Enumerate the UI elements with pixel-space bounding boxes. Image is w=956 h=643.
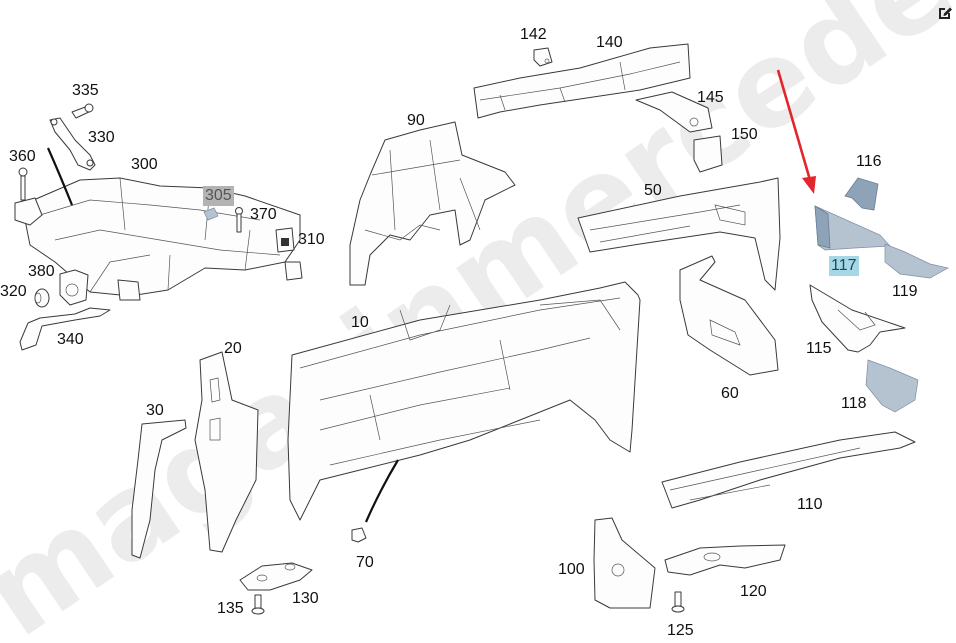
- callout-370[interactable]: 370: [250, 206, 277, 223]
- callout-30[interactable]: 30: [146, 402, 164, 419]
- callout-340[interactable]: 340: [57, 331, 84, 348]
- callout-142[interactable]: 142: [520, 26, 547, 43]
- callout-118[interactable]: 118: [841, 395, 867, 412]
- part-60-panel[interactable]: [679, 255, 779, 376]
- callout-125[interactable]: 125: [667, 622, 694, 639]
- part-310-mount[interactable]: [275, 227, 295, 253]
- part-145-bracket[interactable]: [635, 91, 713, 133]
- edit-button[interactable]: [936, 4, 954, 22]
- part-118-bracket[interactable]: [865, 359, 919, 413]
- edit-pencil-icon: [939, 7, 952, 19]
- callout-130[interactable]: 130: [292, 590, 319, 607]
- callout-115[interactable]: 115: [806, 340, 832, 357]
- callout-110[interactable]: 110: [797, 496, 823, 513]
- callout-116[interactable]: 116: [856, 153, 882, 170]
- part-120-bracket[interactable]: [664, 544, 786, 576]
- callout-135[interactable]: 135: [217, 600, 244, 617]
- part-117-panel[interactable]: [814, 205, 891, 251]
- part-135-bolt[interactable]: [251, 594, 265, 615]
- part-110-rail[interactable]: [661, 431, 916, 509]
- part-335-bolt[interactable]: [71, 103, 94, 119]
- leader-line-70: [364, 459, 399, 523]
- selection-arrow: [776, 69, 816, 194]
- part-100-panel[interactable]: [593, 517, 656, 609]
- part-90-wheelhouse[interactable]: [349, 121, 516, 286]
- part-300-subframe[interactable]: [14, 177, 303, 301]
- part-330-bracket[interactable]: [49, 117, 96, 171]
- part-380-mount[interactable]: [59, 269, 89, 306]
- callout-20[interactable]: 20: [224, 340, 242, 357]
- part-150-bracket[interactable]: [693, 135, 723, 173]
- part-140-crossmember[interactable]: [473, 43, 691, 119]
- part-360-bolt[interactable]: [18, 167, 28, 201]
- callout-70[interactable]: 70: [356, 554, 374, 571]
- callout-305[interactable]: 305: [203, 186, 234, 206]
- part-340-bracket[interactable]: [19, 307, 111, 351]
- part-20-pillar[interactable]: [194, 351, 259, 553]
- part-10-front-structure[interactable]: [287, 281, 641, 521]
- callout-60[interactable]: 60: [721, 385, 739, 402]
- part-130-cover[interactable]: [239, 562, 313, 591]
- callout-50[interactable]: 50: [644, 182, 662, 199]
- leader-line-360: [46, 147, 74, 206]
- part-116-bracket[interactable]: [844, 177, 879, 211]
- callout-300[interactable]: 300: [131, 156, 158, 173]
- callout-310[interactable]: 310: [298, 231, 325, 248]
- callout-380[interactable]: 380: [28, 263, 55, 280]
- callout-117[interactable]: 117: [829, 256, 859, 276]
- callout-150[interactable]: 150: [731, 126, 758, 143]
- part-320-bushing[interactable]: [34, 288, 50, 308]
- callout-10[interactable]: 10: [351, 314, 369, 331]
- callout-360[interactable]: 360: [9, 148, 36, 165]
- callout-90[interactable]: 90: [407, 112, 425, 129]
- part-70-clip[interactable]: [351, 527, 367, 543]
- callout-100[interactable]: 100: [558, 561, 585, 578]
- part-125-bolt[interactable]: [671, 591, 685, 613]
- callout-330[interactable]: 330: [88, 129, 115, 146]
- part-370-bolt[interactable]: [235, 207, 243, 233]
- part-50-member[interactable]: [577, 177, 781, 291]
- callout-140[interactable]: 140: [596, 34, 623, 51]
- callout-320[interactable]: 320: [0, 283, 27, 300]
- callout-119[interactable]: 119: [892, 283, 918, 300]
- part-30-panel[interactable]: [131, 419, 187, 559]
- part-305-bushing[interactable]: [203, 207, 219, 221]
- callout-335[interactable]: 335: [72, 82, 99, 99]
- part-142-plug[interactable]: [533, 47, 553, 67]
- callout-145[interactable]: 145: [697, 89, 724, 106]
- callout-120[interactable]: 120: [740, 583, 767, 600]
- part-115-bracket[interactable]: [809, 284, 906, 353]
- part-119-panel[interactable]: [884, 243, 949, 279]
